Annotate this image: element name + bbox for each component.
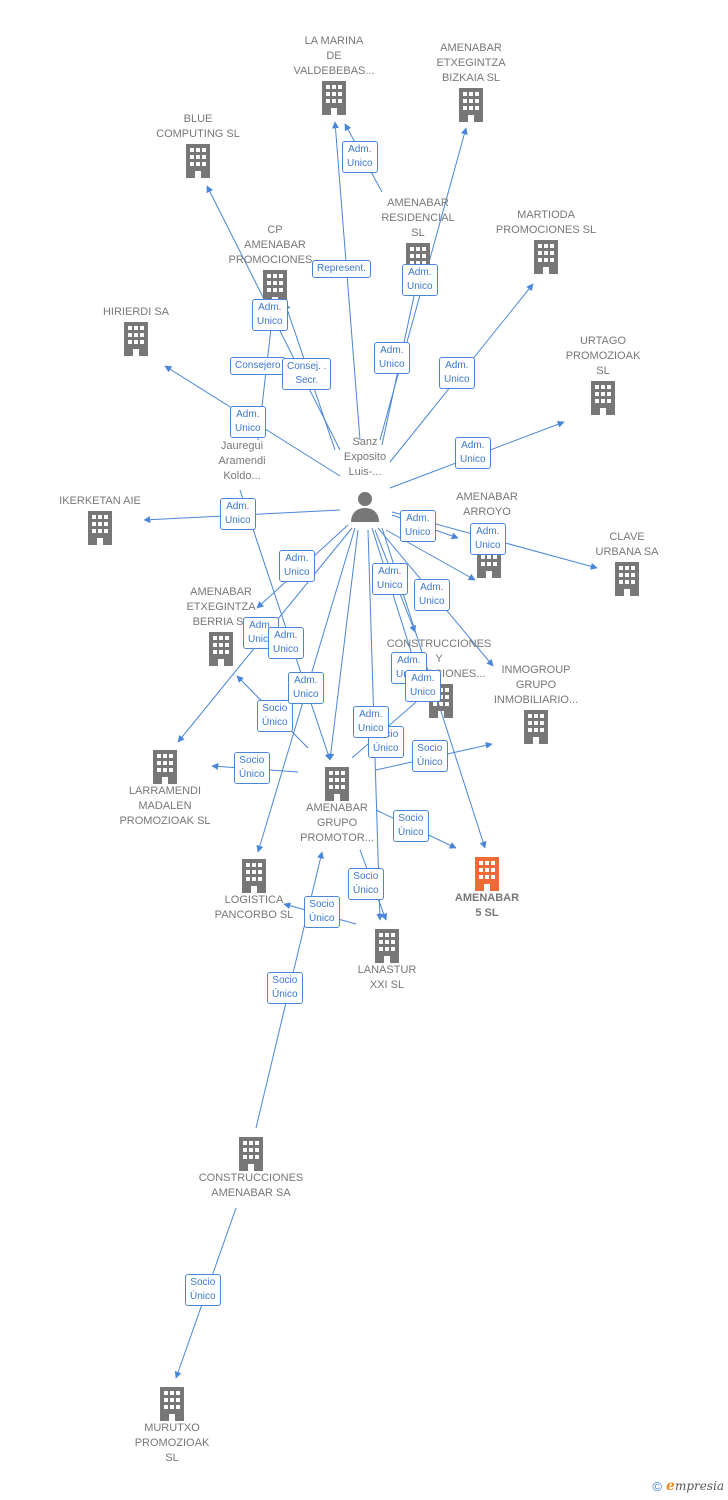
relation-badge[interactable]: Socio Único: [412, 740, 448, 772]
node-label: LOGISTICA PANCORBO SL: [214, 894, 294, 921]
relation-badge[interactable]: Adm. Unico: [374, 342, 410, 374]
node-jauregui[interactable]: Jauregui Aramendi Koldo...: [167, 439, 317, 484]
building-icon: [534, 240, 558, 274]
brand-rest: mpresia: [674, 1479, 724, 1493]
building-icon: [263, 270, 287, 304]
relation-badge[interactable]: Represent.: [312, 260, 371, 278]
relation-badge[interactable]: Adm. Unico: [220, 498, 256, 530]
node-clave-urbana[interactable]: CLAVE URBANA SA: [552, 530, 702, 596]
node-label: LANASTUR XXI SL: [357, 964, 417, 991]
node-label: URTAGO PROMOZIOAK SL: [565, 335, 641, 377]
node-lanastur[interactable]: LANASTUR XXI SL: [312, 927, 462, 993]
node-ikerketan[interactable]: IKERKETAN AIE: [25, 494, 175, 545]
node-blue-computing[interactable]: BLUE COMPUTING SL: [123, 112, 273, 178]
node-label: AMENABAR GRUPO PROMOTOR...: [300, 802, 374, 844]
building-icon: [124, 322, 148, 356]
building-icon: [239, 1137, 263, 1171]
node-label: Sanz Exposito Luis-...: [343, 436, 387, 478]
relation-badge[interactable]: Adm. Unico: [405, 670, 441, 702]
relation-badge[interactable]: Adm. Unico: [353, 706, 389, 738]
building-icon: [375, 929, 399, 963]
relation-badge[interactable]: Adm. Unico: [470, 523, 506, 555]
relation-badge[interactable]: Socio Único: [348, 868, 384, 900]
relation-badge[interactable]: Consej. . Secr.: [282, 358, 332, 390]
person-icon: [351, 492, 379, 522]
node-label: Jauregui Aramendi Koldo...: [218, 440, 266, 482]
relation-badge[interactable]: Adm. Unico: [439, 357, 475, 389]
building-icon: [242, 859, 266, 893]
relation-badge[interactable]: Adm. Unico: [268, 627, 304, 659]
node-label: CP AMENABAR PROMOCIONES...: [228, 224, 322, 266]
building-icon: [459, 88, 483, 122]
node-label: AMENABAR 5 SL: [454, 892, 520, 919]
relation-badge[interactable]: Adm. Unico: [252, 299, 288, 331]
footer-credit: © empresia: [652, 1478, 724, 1494]
relation-badge[interactable]: Adm. Unico: [372, 563, 408, 595]
relation-badge[interactable]: Adm. Unico: [414, 579, 450, 611]
node-label: LA MARINA DE VALDEBEBAS...: [293, 35, 375, 77]
relation-badge[interactable]: Socio Único: [267, 972, 303, 1004]
node-sanz[interactable]: Sanz Exposito Luis-...: [290, 435, 440, 524]
node-amenabar-etxegintza-bizkaia[interactable]: AMENABAR ETXEGINTZA BIZKAIA SL: [396, 41, 546, 122]
edge-sanz-grupo: [327, 529, 359, 761]
node-hirierdi[interactable]: HIRIERDI SA: [61, 305, 211, 356]
node-inmogroup[interactable]: INMOGROUP GRUPO INMOBILIARIO...: [461, 663, 611, 744]
node-logistica-pancorbo[interactable]: LOGISTICA PANCORBO SL: [179, 857, 329, 923]
node-label: IKERKETAN AIE: [59, 495, 141, 507]
brand-logo[interactable]: empresia: [666, 1478, 724, 1494]
relation-badge[interactable]: Adm. Unico: [230, 406, 266, 438]
node-cp-amenabar[interactable]: CP AMENABAR PROMOCIONES...: [200, 223, 350, 304]
node-murutxo[interactable]: MURUTXO PROMOZIOAK SL: [97, 1385, 247, 1466]
relation-badge[interactable]: Socio Único: [257, 700, 293, 732]
node-label: BLUE COMPUTING SL: [156, 113, 240, 140]
node-label: MURUTXO PROMOZIOAK SL: [134, 1422, 210, 1464]
node-amenabar-5[interactable]: AMENABAR 5 SL: [412, 855, 562, 921]
relation-badge[interactable]: Adm. Unico: [279, 550, 315, 582]
node-label: AMENABAR ETXEGINTZA BIZKAIA SL: [436, 42, 506, 84]
building-icon: [325, 767, 349, 801]
relation-badge[interactable]: Socio Único: [185, 1274, 221, 1306]
building-icon: [153, 750, 177, 784]
building-icon: [591, 381, 615, 415]
relation-badge[interactable]: Socio Único: [234, 752, 270, 784]
node-label: HIRIERDI SA: [102, 306, 169, 318]
building-icon: [322, 81, 346, 115]
node-urtago[interactable]: URTAGO PROMOZIOAK SL: [528, 334, 678, 415]
relation-badge[interactable]: Adm. Unico: [402, 264, 438, 296]
node-label: AMENABAR ARROYO: [456, 491, 518, 518]
edge-jaur-grupo: [239, 489, 332, 761]
edge-sanz-marina: [332, 121, 361, 441]
node-construcciones-amenabar[interactable]: CONSTRUCCIONES AMENABAR SA: [176, 1135, 326, 1201]
node-amenabar-grupo-promotor[interactable]: AMENABAR GRUPO PROMOTOR...: [262, 765, 412, 846]
building-icon: [160, 1387, 184, 1421]
relation-badge[interactable]: Adm. Unico: [342, 141, 378, 173]
node-label: LARRAMENDI MADALEN PROMOZIOAK SL: [119, 785, 211, 827]
relation-badge[interactable]: Adm. Unico: [455, 437, 491, 469]
relation-badge[interactable]: Adm. Unico: [400, 510, 436, 542]
node-label: MARTIODA PROMOCIONES SL: [495, 209, 597, 236]
node-larramendi[interactable]: LARRAMENDI MADALEN PROMOZIOAK SL: [90, 748, 240, 829]
relation-badge[interactable]: Socio Único: [304, 896, 340, 928]
building-icon: [88, 511, 112, 545]
node-label: CLAVE URBANA SA: [595, 531, 659, 558]
relation-badge[interactable]: Socio Único: [393, 810, 429, 842]
relation-badge[interactable]: Consejero: [230, 357, 286, 375]
node-label: INMOGROUP GRUPO INMOBILIARIO...: [493, 664, 579, 706]
brand-initial: e: [666, 1478, 675, 1494]
copyright-icon: ©: [652, 1478, 663, 1494]
node-amenabar-etxegintza-berria[interactable]: AMENABAR ETXEGINTZA BERRIA SL: [146, 585, 296, 666]
building-icon: [186, 144, 210, 178]
building-icon: [524, 710, 548, 744]
node-label: AMENABAR ETXEGINTZA BERRIA SL: [186, 586, 256, 628]
node-martioda[interactable]: MARTIODA PROMOCIONES SL: [471, 208, 621, 274]
node-label: AMENABAR RESIDENCIAL SL: [381, 197, 455, 239]
building-icon: [615, 562, 639, 596]
relation-badge[interactable]: Adm. Unico: [288, 672, 324, 704]
node-la-marina[interactable]: LA MARINA DE VALDEBEBAS...: [259, 34, 409, 115]
node-label: CONSTRUCCIONES AMENABAR SA: [198, 1172, 304, 1199]
building-icon: [209, 632, 233, 666]
building-icon: [475, 857, 499, 891]
